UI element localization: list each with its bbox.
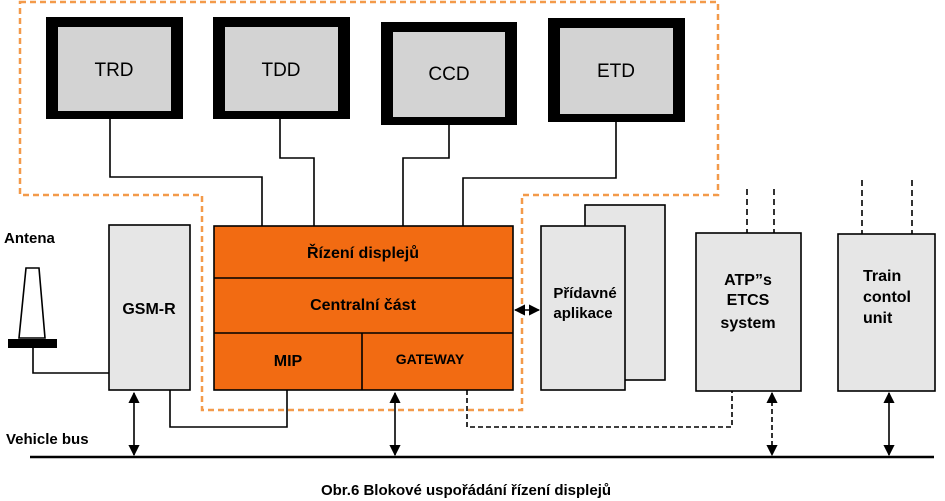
atp-etcs-box: ATP”s ETCS system <box>695 232 802 392</box>
gsm-mip-connector <box>169 390 288 428</box>
monitor-etd: ETD <box>548 18 685 122</box>
monitor-trd: TRD <box>46 17 183 119</box>
train-label-line2: contol <box>863 289 911 306</box>
atp-external-links <box>746 189 775 233</box>
antenna-label: Antena <box>4 230 55 247</box>
display-subsystem-boundary <box>18 0 720 412</box>
antenna-connector <box>32 348 109 374</box>
train-label-line1: Train <box>863 268 901 285</box>
train-label-line3: unit <box>863 310 893 327</box>
train-control-unit-box: Train contol unit <box>837 233 936 392</box>
mip-label: MIP <box>274 353 303 370</box>
addon-label-line1: Přídavné <box>553 285 616 302</box>
display-control-label: Řízení displejů <box>307 243 419 262</box>
figure-caption: Obr.6 Blokové uspořádání řízení displejů <box>321 482 611 499</box>
monitor-label: TRD <box>94 60 133 81</box>
atp-label-line1: ATP”s <box>724 272 772 289</box>
monitor-connectors <box>109 119 617 226</box>
addon-label-line2: aplikace <box>553 305 612 322</box>
atp-label-line3: system <box>720 315 775 332</box>
antenna-icon <box>8 267 57 348</box>
gateway-label: GATEWAY <box>396 351 465 367</box>
display-controller: Řízení displejů Centralní část MIP GATEW… <box>213 225 514 391</box>
addon-applications-box: Přídavné aplikace <box>540 204 666 391</box>
monitor-tdd: TDD <box>213 17 350 119</box>
atp-label-line2: ETCS <box>727 292 770 309</box>
vehicle-bus-label: Vehicle bus <box>6 431 89 448</box>
train-external-links <box>861 180 913 234</box>
central-part-label: Centralní část <box>310 297 416 314</box>
gateway-atp-dashed-link <box>466 390 733 428</box>
monitor-label: TDD <box>261 60 300 81</box>
monitor-label: CCD <box>428 64 469 85</box>
monitor-label: ETD <box>597 61 635 82</box>
gsm-r-box: GSM-R <box>108 224 191 391</box>
monitor-ccd: CCD <box>381 22 517 125</box>
gsm-r-label: GSM-R <box>122 301 176 318</box>
